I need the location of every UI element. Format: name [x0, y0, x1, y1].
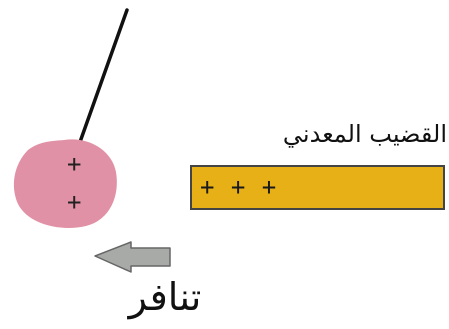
charged-ball: [13, 139, 117, 228]
repulsion-label: تنافر: [128, 275, 202, 319]
repulsion-arrow-icon: [94, 241, 171, 273]
ball-charge-top: +: [67, 150, 82, 178]
ball-charge-bottom: +: [67, 188, 82, 216]
metal-rod: + + +: [190, 165, 445, 210]
suspension-thread: [78, 8, 129, 144]
rod-label: القضيب المعدني: [282, 120, 447, 148]
rod-charges: + + +: [200, 173, 278, 201]
